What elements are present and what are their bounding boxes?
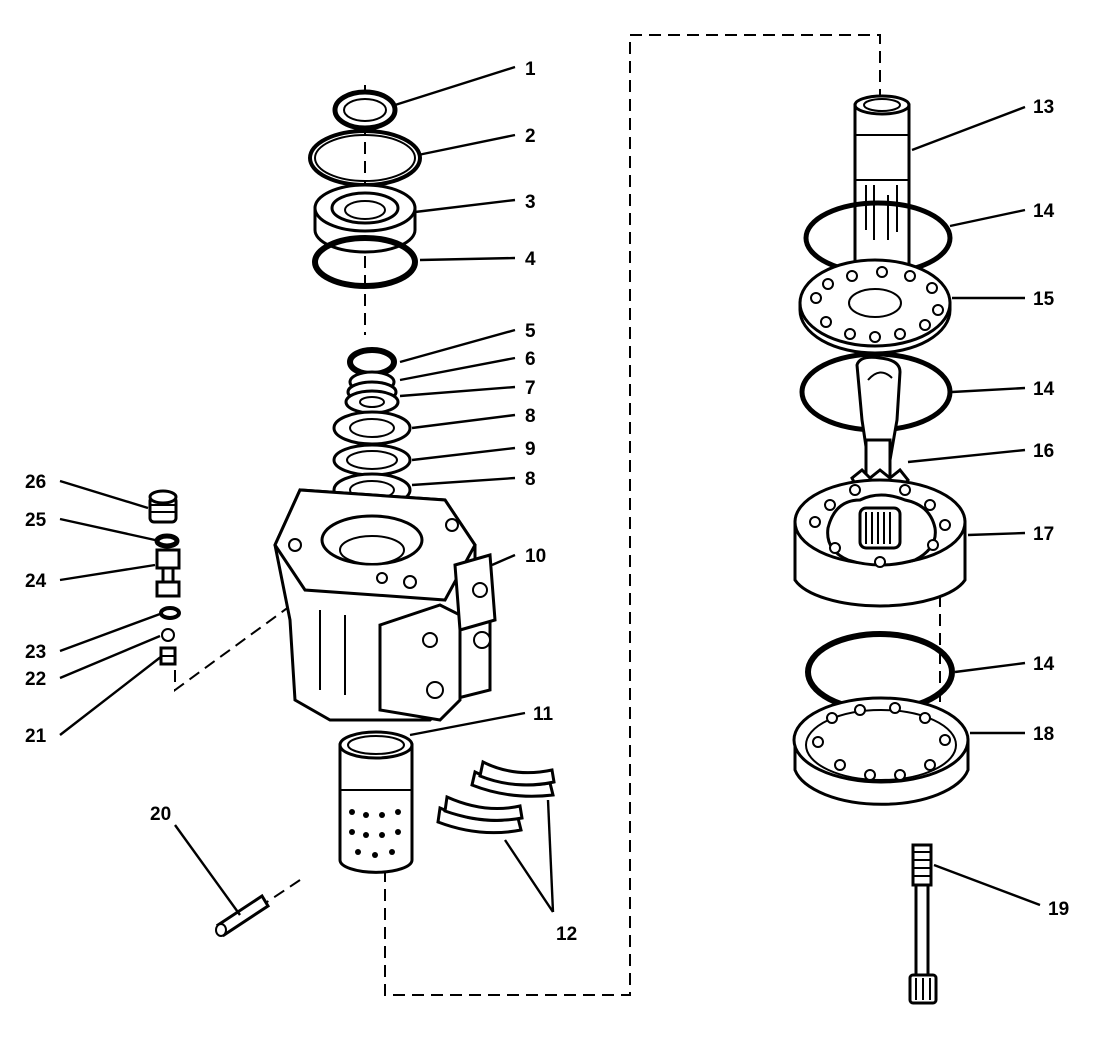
callout-14-middle: 14 bbox=[1033, 379, 1055, 400]
callout-19: 19 bbox=[1048, 899, 1069, 920]
part-10-housing bbox=[273, 488, 497, 722]
part-13-spool bbox=[853, 94, 911, 276]
leader-lines bbox=[59, 65, 1041, 916]
callout-24: 24 bbox=[25, 571, 47, 592]
part-9-washer bbox=[332, 443, 412, 477]
part-25-seal bbox=[154, 533, 180, 549]
callout-14-lower: 14 bbox=[1033, 654, 1055, 675]
part-19-cap-screw bbox=[908, 843, 938, 1005]
callout-22: 22 bbox=[25, 669, 46, 690]
callout-7: 7 bbox=[525, 378, 536, 399]
callout-14-upper: 14 bbox=[1033, 201, 1055, 222]
callout-5: 5 bbox=[525, 321, 536, 342]
callout-20: 20 bbox=[150, 804, 171, 825]
callout-25: 25 bbox=[25, 510, 47, 531]
callout-1: 1 bbox=[525, 59, 536, 80]
callout-6: 6 bbox=[525, 349, 536, 370]
part-11-sleeve bbox=[338, 730, 414, 874]
callout-11: 11 bbox=[533, 704, 554, 725]
callout-labels: 1 2 3 4 5 6 7 8 9 8 10 11 12 13 14 15 14… bbox=[25, 59, 1069, 945]
callout-3: 3 bbox=[525, 192, 536, 213]
callout-17: 17 bbox=[1033, 524, 1054, 545]
part-1-ring bbox=[332, 89, 398, 131]
callout-23: 23 bbox=[25, 642, 46, 663]
callout-8-upper: 8 bbox=[525, 406, 536, 427]
part-15-spacer-plate bbox=[798, 258, 952, 355]
part-3-seal-retainer bbox=[313, 183, 417, 254]
callout-26: 26 bbox=[25, 472, 46, 493]
part-4-o-ring bbox=[312, 235, 418, 289]
part-2-ring bbox=[308, 129, 422, 187]
part-12-springs bbox=[436, 759, 556, 835]
part-8-washer-upper bbox=[332, 410, 412, 446]
callout-9: 9 bbox=[525, 439, 536, 460]
part-16-drive bbox=[850, 355, 910, 492]
part-23-o-ring bbox=[159, 606, 181, 620]
callout-13: 13 bbox=[1033, 97, 1054, 118]
callout-4: 4 bbox=[525, 249, 536, 270]
part-17-gerotor bbox=[793, 478, 967, 608]
part-20-pin bbox=[215, 893, 271, 938]
part-26-plug bbox=[148, 489, 178, 524]
part-22-ball bbox=[161, 628, 175, 642]
callout-10: 10 bbox=[525, 546, 546, 567]
part-18-end-cap bbox=[792, 696, 970, 806]
callout-21: 21 bbox=[25, 726, 47, 747]
callout-12: 12 bbox=[556, 924, 577, 945]
callout-15: 15 bbox=[1033, 289, 1055, 310]
part-5-seal bbox=[347, 347, 397, 377]
part-21-seat bbox=[159, 646, 177, 666]
callout-2: 2 bbox=[525, 126, 536, 147]
part-24-poppet bbox=[155, 548, 181, 598]
callout-18: 18 bbox=[1033, 724, 1054, 745]
callout-8-lower: 8 bbox=[525, 469, 536, 490]
callout-16: 16 bbox=[1033, 441, 1054, 462]
part-6-7-spring-and-bushing bbox=[344, 370, 400, 415]
